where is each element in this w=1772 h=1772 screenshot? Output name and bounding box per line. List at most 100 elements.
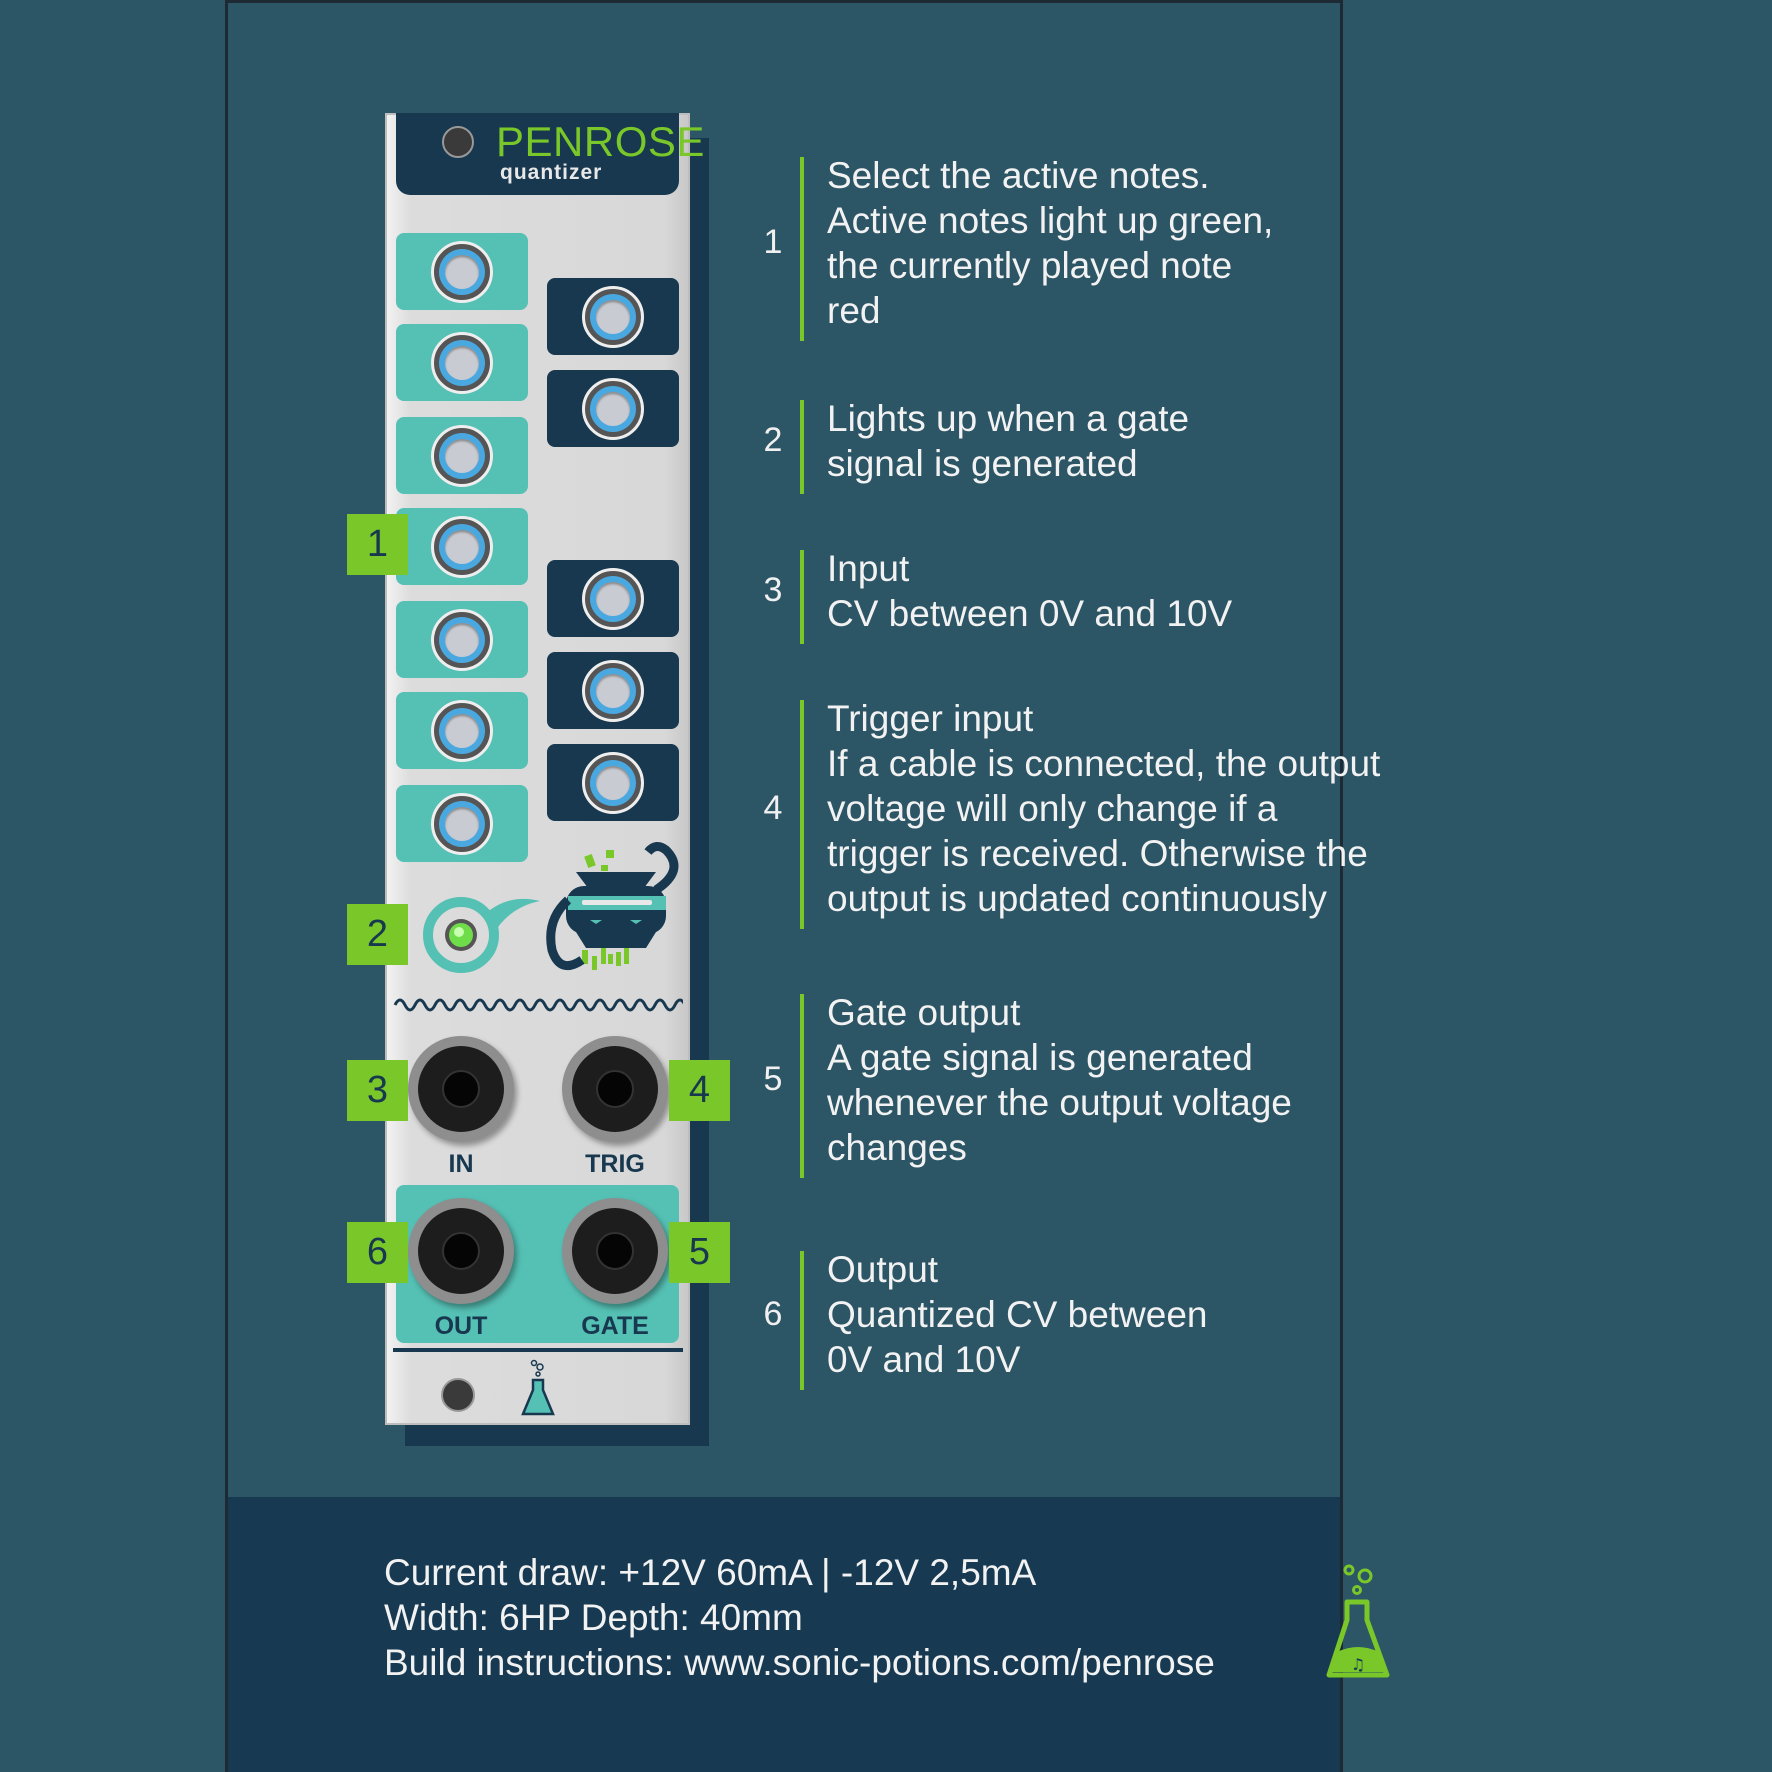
note-button-black-4[interactable]	[582, 660, 644, 722]
button-cap	[596, 674, 630, 708]
annotation-line: Output	[827, 1249, 939, 1290]
button-cap	[445, 530, 479, 564]
annotation-line: CV between 0V and 10V	[827, 593, 1233, 634]
annotation-line: A gate signal is generated	[827, 1037, 1253, 1078]
brand-name: PENROSE	[496, 118, 705, 165]
annotation-line: whenever the output voltage	[827, 1082, 1292, 1123]
panel-header	[396, 113, 679, 195]
annotation-line: Lights up when a gate	[827, 398, 1190, 439]
annotation-bar	[800, 700, 804, 929]
tag-6: 6	[347, 1222, 408, 1283]
note-button-white-7[interactable]	[431, 793, 493, 855]
trig-label: TRIG	[585, 1150, 645, 1178]
annotation-bar	[800, 400, 804, 494]
button-ring	[590, 294, 636, 340]
potion-robot-logo	[546, 842, 679, 971]
annotation-line: output is updated continuously	[827, 878, 1327, 919]
button-ring	[439, 433, 485, 479]
annotation-line: the currently played note	[827, 245, 1233, 286]
button-cap	[445, 346, 479, 380]
button-ring	[590, 668, 636, 714]
out-label: OUT	[434, 1312, 488, 1340]
tag-4: 4	[669, 1060, 730, 1121]
wave-divider	[393, 998, 683, 1012]
button-ring	[439, 617, 485, 663]
button-cap	[445, 714, 479, 748]
annotation-number-1: 1	[763, 223, 783, 261]
footer-band	[228, 1497, 1340, 1772]
in-label: IN	[448, 1150, 474, 1178]
panel-divider	[393, 1348, 683, 1352]
annotation-line: Quantized CV between	[827, 1294, 1208, 1335]
note-button-white-6[interactable]	[431, 700, 493, 762]
button-cap	[445, 255, 479, 289]
annotation-line: Select the active notes.	[827, 155, 1210, 196]
sonic-potions-flask-logo: ♫	[1326, 1564, 1390, 1678]
annotation-line: If a cable is connected, the output	[827, 743, 1381, 784]
spec-current-draw: Current draw: +12V 60mA | -12V 2,5mA	[384, 1552, 1037, 1593]
gate-label: GATE	[581, 1312, 649, 1340]
annotation-bar	[800, 994, 804, 1178]
spec-dimensions: Width: 6HP Depth: 40mm	[384, 1597, 803, 1638]
in-jack[interactable]	[408, 1036, 514, 1142]
annotation-line: Trigger input	[827, 698, 1034, 739]
note-button-black-5[interactable]	[582, 752, 644, 814]
note-button-white-3[interactable]	[431, 425, 493, 487]
button-ring	[590, 576, 636, 622]
annotation-bar	[800, 157, 804, 341]
button-cap	[596, 582, 630, 616]
button-cap	[596, 766, 630, 800]
button-cap	[445, 807, 479, 841]
button-ring	[439, 249, 485, 295]
annotation-line: changes	[827, 1127, 967, 1168]
button-ring	[439, 801, 485, 847]
button-cap	[445, 623, 479, 657]
annotation-number-3: 3	[763, 571, 783, 609]
out-jack[interactable]	[408, 1198, 514, 1304]
gate-jack[interactable]	[562, 1198, 668, 1304]
gate-led-ring	[423, 897, 540, 973]
tag-1: 1	[347, 514, 408, 575]
note-button-white-2[interactable]	[431, 332, 493, 394]
annotation-line: red	[827, 290, 881, 331]
annotation-line: Active notes light up green,	[827, 200, 1274, 241]
annotation-text-1: Select the active notes.Active notes lig…	[827, 153, 1273, 333]
annotation-number-4: 4	[763, 788, 783, 827]
annotation-line: Input	[827, 548, 910, 589]
flask-icon	[521, 1359, 555, 1416]
annotation-bar	[800, 1251, 804, 1390]
button-ring	[590, 760, 636, 806]
note-button-white-4[interactable]	[431, 516, 493, 578]
button-ring	[439, 708, 485, 754]
button-ring	[439, 524, 485, 570]
spec-build-link[interactable]: Build instructions: www.sonic-potions.co…	[384, 1642, 1215, 1683]
tag-3: 3	[347, 1060, 408, 1121]
note-button-white-1[interactable]	[431, 241, 493, 303]
annotation-line: Gate output	[827, 992, 1021, 1033]
button-cap	[445, 439, 479, 473]
note-button-white-5[interactable]	[431, 609, 493, 671]
note-button-black-2[interactable]	[582, 378, 644, 440]
button-ring	[439, 340, 485, 386]
specs-text: Current draw: +12V 60mA | -12V 2,5mA Wid…	[384, 1550, 1215, 1685]
tag-5: 5	[669, 1222, 730, 1283]
trig-jack[interactable]	[562, 1036, 668, 1142]
annotation-number-5: 5	[763, 1060, 783, 1098]
annotation-line: voltage will only change if a	[827, 788, 1278, 829]
module-subtitle: quantizer	[500, 161, 603, 184]
annotation-line: signal is generated	[827, 443, 1138, 484]
annotation-bar	[800, 550, 804, 644]
button-cap	[596, 300, 630, 334]
annotation-number-2: 2	[763, 421, 783, 459]
svg-text:♫: ♫	[1351, 1655, 1365, 1674]
note-button-black-1[interactable]	[582, 286, 644, 348]
note-button-black-3[interactable]	[582, 568, 644, 630]
button-ring	[590, 386, 636, 432]
screw-icon	[441, 1378, 475, 1412]
button-cap	[596, 392, 630, 426]
